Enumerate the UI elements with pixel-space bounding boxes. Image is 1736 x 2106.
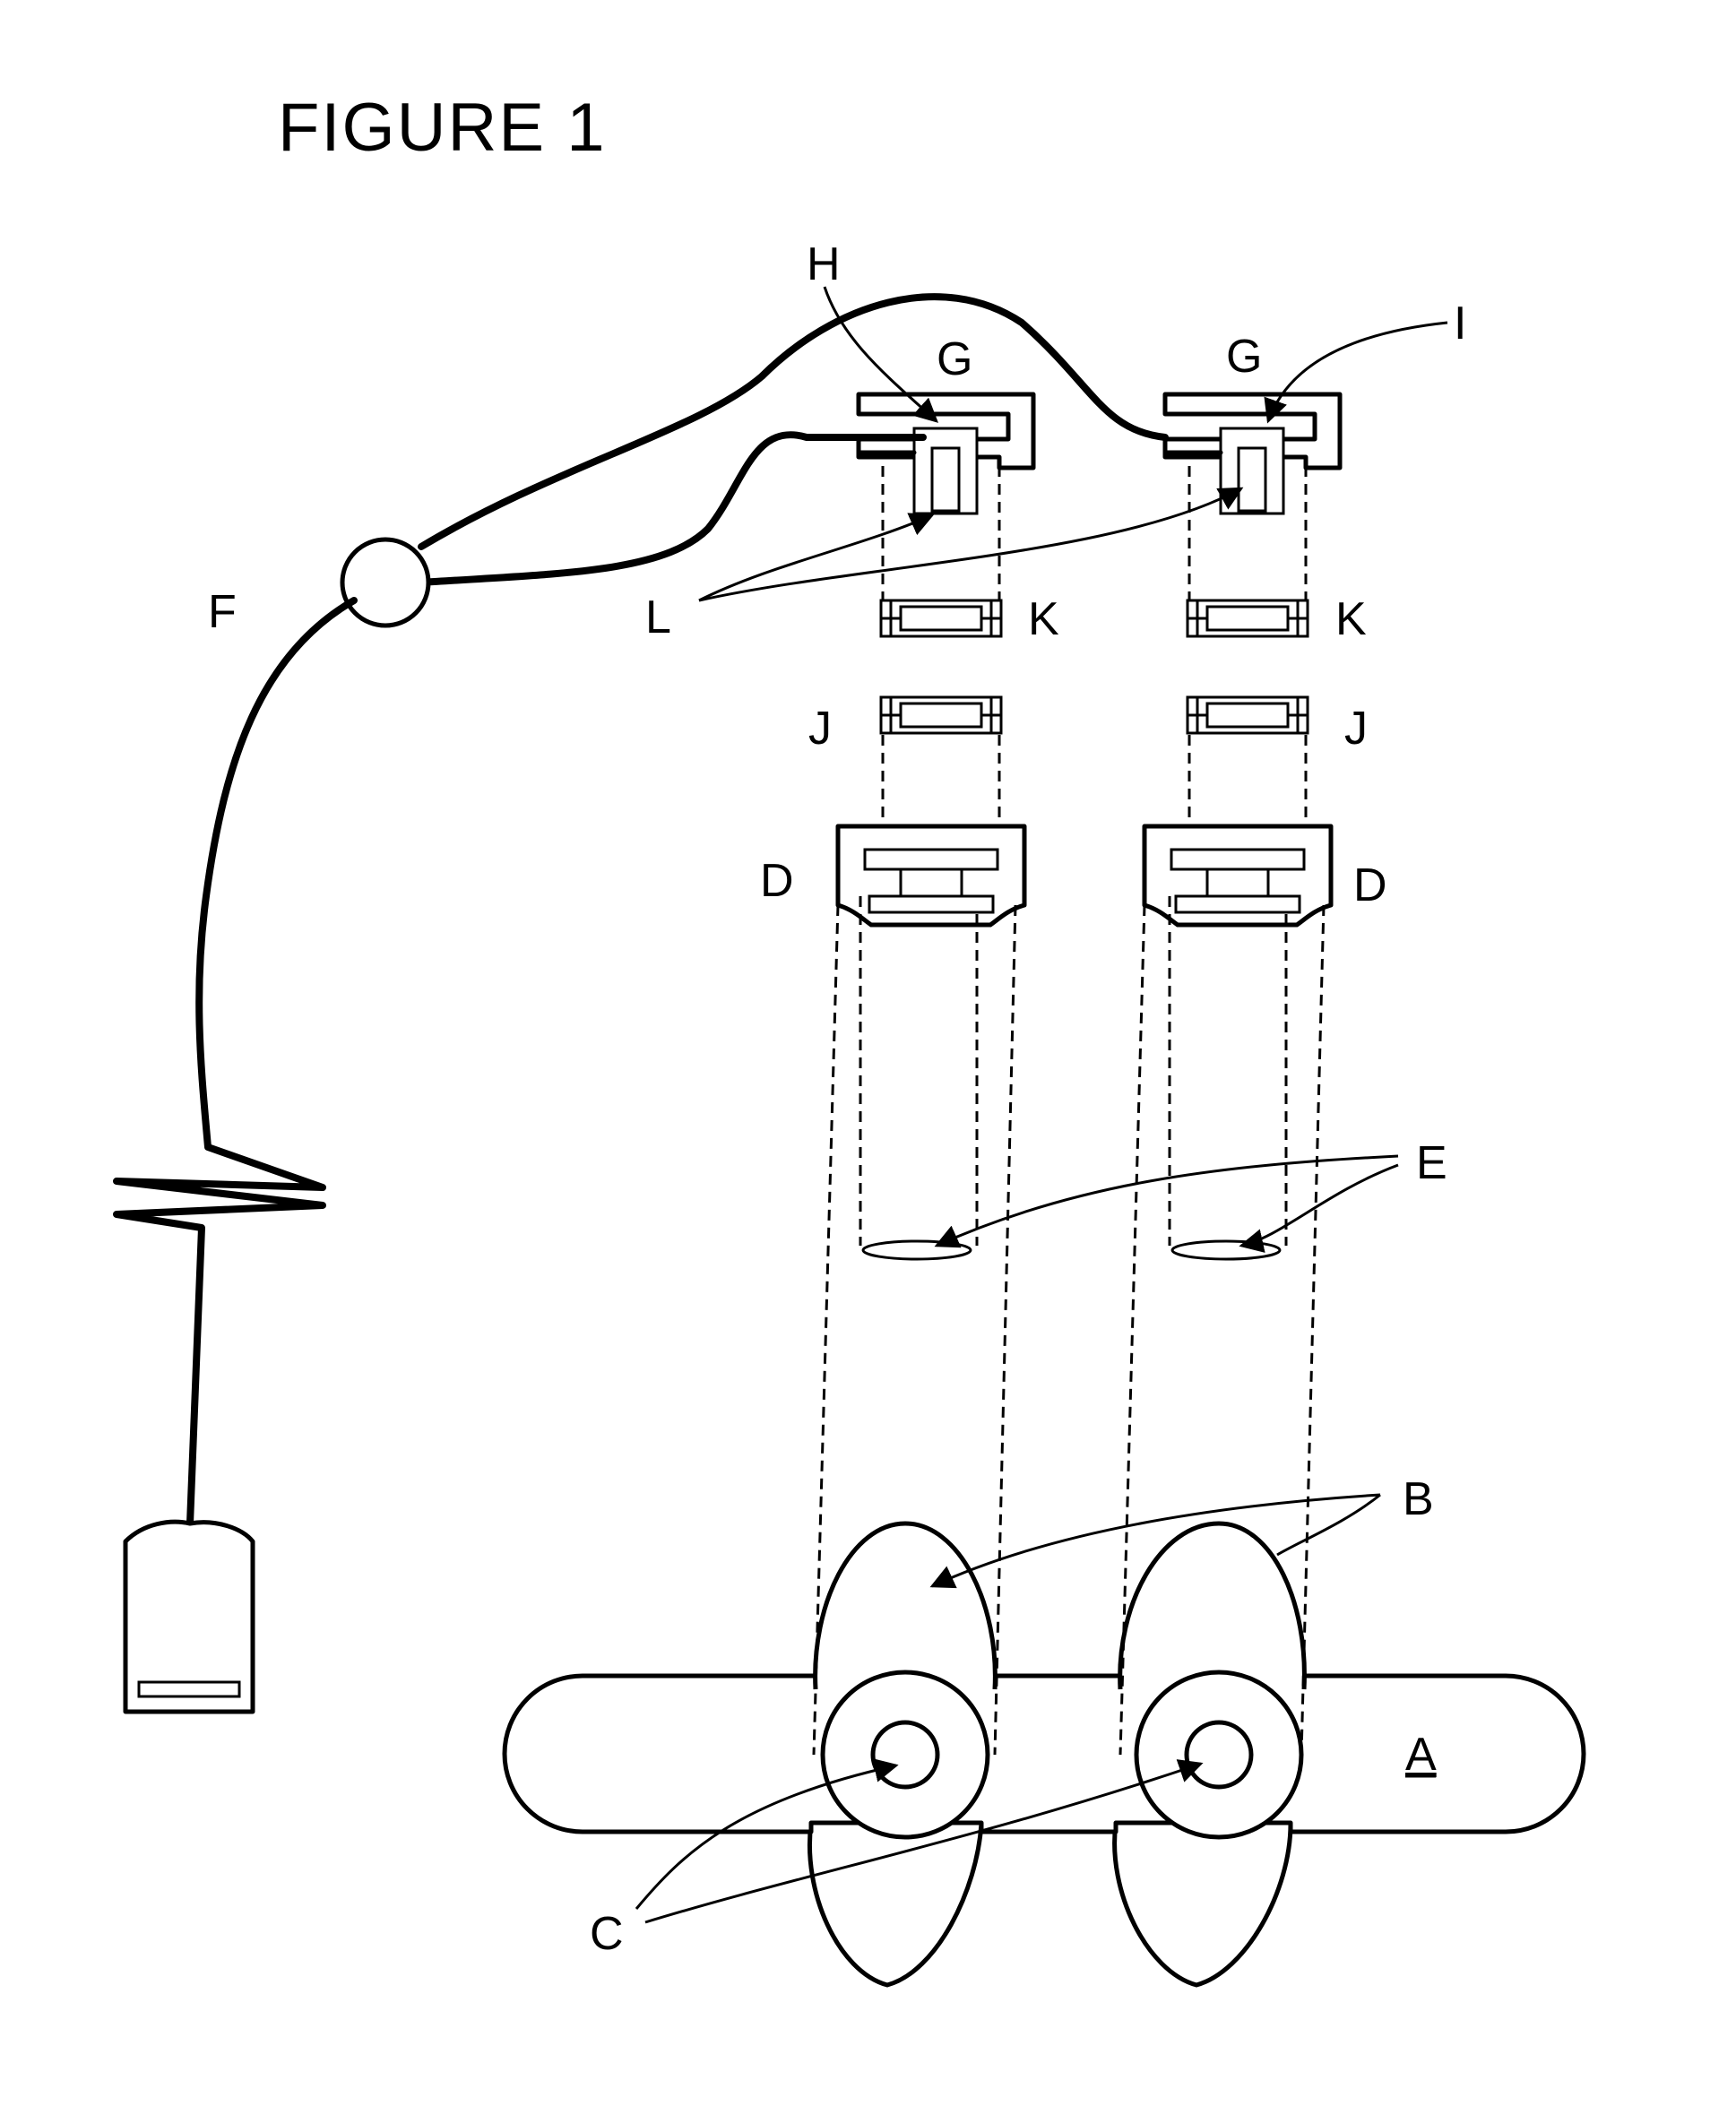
upper-lobe-left [816, 1523, 996, 1689]
electrode-center-right [1187, 1722, 1251, 1787]
electrode-center-left [873, 1722, 937, 1787]
housing-d-left [838, 826, 1024, 925]
gel-disc-right [1172, 1241, 1280, 1259]
label-j-right: J [1344, 703, 1368, 755]
label-k-right: K [1335, 593, 1367, 645]
label-g-left: G [937, 333, 972, 385]
label-f: F [208, 586, 237, 638]
ring-j-left [881, 697, 1001, 733]
gel-disc-left [863, 1241, 971, 1259]
label-d-right: D [1353, 859, 1387, 911]
label-h: H [807, 238, 841, 290]
label-a: A [1405, 1729, 1437, 1781]
label-l: L [645, 591, 671, 643]
figure-title: FIGURE 1 [278, 90, 607, 166]
label-c: C [590, 1908, 624, 1960]
label-g-right: G [1226, 331, 1262, 383]
cable-junction [342, 539, 428, 626]
ring-k-left [881, 600, 1001, 636]
lower-lobe-left [809, 1824, 981, 1985]
ring-j-right [1188, 697, 1308, 733]
ring-k-right [1188, 600, 1308, 636]
label-i: I [1454, 298, 1466, 350]
upper-lobe-right [1120, 1523, 1305, 1689]
label-b: B [1403, 1473, 1434, 1525]
label-k-left: K [1028, 593, 1059, 645]
cable-f [117, 297, 1221, 1712]
label-e: E [1416, 1137, 1447, 1189]
lower-lobe-right [1115, 1824, 1291, 1985]
plug-slot [139, 1682, 239, 1696]
housing-d-right [1144, 826, 1331, 925]
label-j-left: J [808, 703, 832, 755]
label-d-left: D [760, 855, 794, 907]
